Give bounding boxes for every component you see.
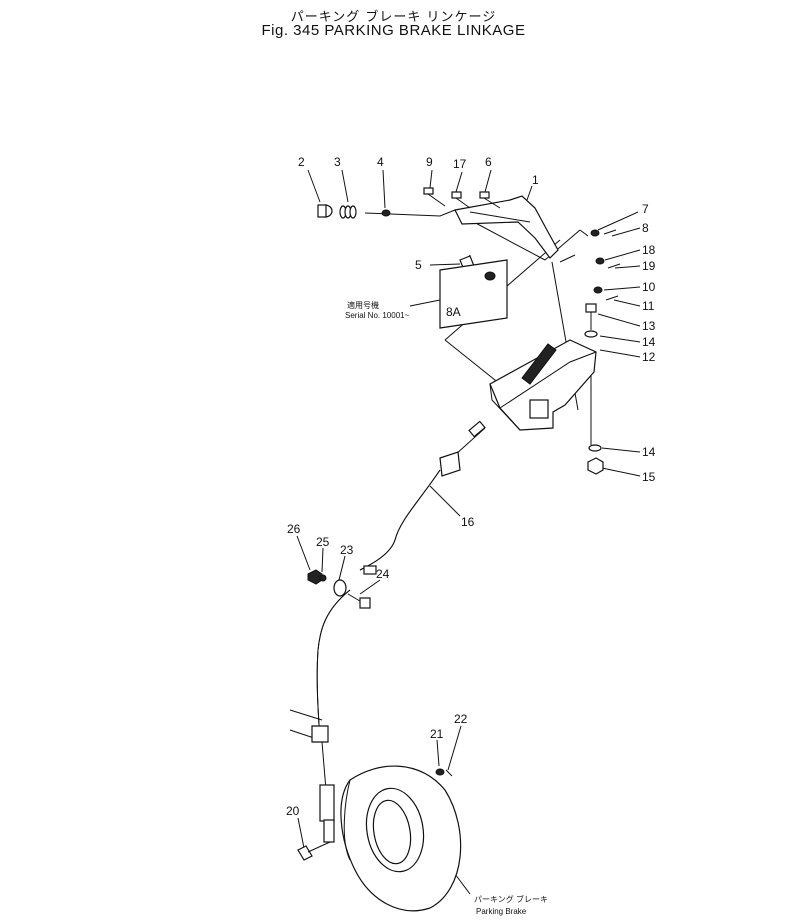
callout: 9 — [426, 155, 433, 169]
brake-note: パーキング ブレーキ Parking Brake — [474, 894, 548, 916]
callout: 26 — [287, 522, 301, 536]
callout: 22 — [454, 712, 468, 726]
bracket-assembly — [489, 303, 604, 475]
callout: 21 — [430, 727, 444, 741]
brake-drum — [340, 765, 462, 912]
brake-note-english: Parking Brake — [476, 907, 527, 916]
callout: 4 — [377, 155, 384, 169]
serial-note: 適用号機 Serial No. 10001~ — [345, 300, 410, 320]
callout: 20 — [286, 804, 300, 818]
callout: 18 — [642, 243, 656, 257]
callout: 14 — [642, 445, 656, 459]
serial-8a-box — [439, 259, 508, 329]
callout: 19 — [642, 259, 656, 273]
callout: 1 — [532, 173, 539, 187]
callout: 3 — [334, 155, 341, 169]
lever-assembly — [317, 187, 621, 301]
brake-note-japanese: パーキング ブレーキ — [474, 894, 548, 904]
callout: 14 — [642, 335, 656, 349]
callout: 8 — [642, 221, 649, 235]
callout: 2 — [298, 155, 305, 169]
callout: 7 — [642, 202, 649, 216]
serial-note-english: Serial No. 10001~ — [345, 311, 410, 320]
callout: 15 — [642, 470, 656, 484]
callout: 24 — [376, 567, 390, 581]
cable-assembly — [289, 420, 486, 861]
callout: 10 — [642, 280, 656, 294]
callout: 12 — [642, 350, 656, 364]
callout: 11 — [642, 299, 655, 313]
callout: 23 — [340, 543, 354, 557]
callout: 13 — [642, 319, 656, 333]
spring — [339, 205, 357, 219]
callout: 16 — [461, 515, 475, 529]
serial-note-japanese: 適用号機 — [347, 300, 379, 310]
leader-lines — [296, 169, 641, 895]
callout: 17 — [453, 157, 467, 171]
callout: 5 — [415, 258, 422, 272]
title-english: Fig. 345 PARKING BRAKE LINKAGE — [261, 22, 526, 39]
callout: 25 — [316, 535, 330, 549]
title-japanese: パーキング ブレーキ リンケージ — [290, 10, 497, 25]
callout: 8A — [446, 305, 461, 319]
callout: 6 — [485, 155, 492, 169]
callouts: 2 3 4 9 17 6 1 7 8 18 19 5 10 11 8A 13 1… — [286, 155, 656, 818]
